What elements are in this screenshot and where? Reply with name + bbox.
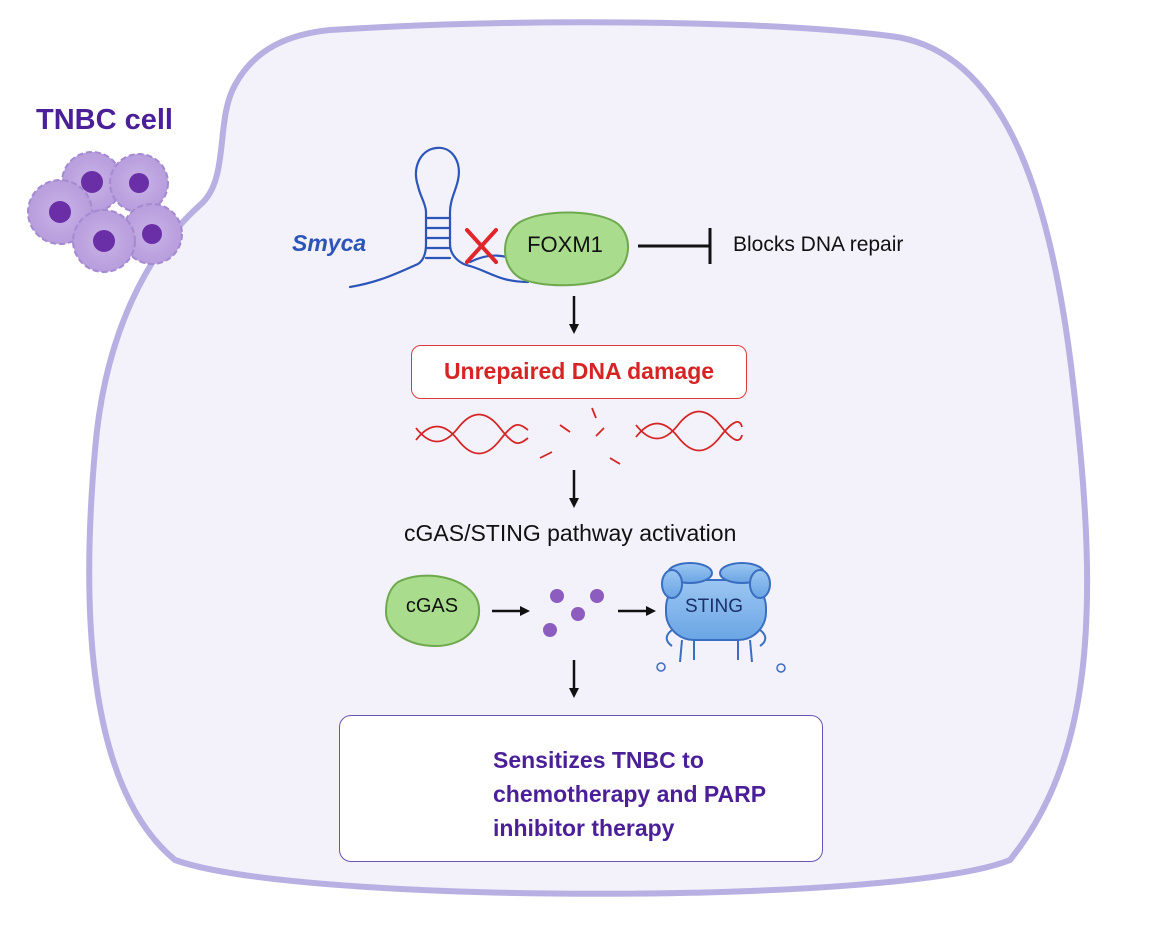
smyca-rna-hairpin-icon <box>348 146 530 289</box>
small-cell-icon <box>72 209 136 273</box>
unrepaired-dna-damage-box: Unrepaired DNA damage <box>411 345 747 399</box>
tnbc-cell-cluster-icon <box>27 151 183 273</box>
foxm1-protein-shape <box>504 211 630 287</box>
cgas-label: cGAS <box>405 595 459 617</box>
sting-protein-icon <box>656 562 786 673</box>
cgamp-molecules-icon <box>543 589 604 637</box>
small-cell-icon <box>109 153 169 213</box>
tnbc-cell-membrane <box>86 19 1091 897</box>
foxm1-label-box: FOXM1 <box>502 212 628 278</box>
diagram-title: TNBC cell <box>36 104 173 136</box>
therapy-outcome-box <box>339 715 823 862</box>
smyca-label: Smyca <box>292 230 367 256</box>
pathway-activation-label: cGAS/STING pathway activation <box>404 520 737 546</box>
cgas-protein-shape <box>384 574 481 648</box>
broken-dna-icon <box>415 407 743 465</box>
blocks-inhibition-arrow <box>638 228 712 264</box>
foxm1-label: FOXM1 <box>527 232 603 257</box>
inhibition-x-icon <box>465 228 498 264</box>
sting-label: STING <box>684 596 744 617</box>
therapy-outcome-label: Sensitizes TNBC to chemotherapy and PARP… <box>493 747 766 841</box>
unrepaired-dna-damage-label: Unrepaired DNA damage <box>443 358 715 384</box>
small-cell-icon <box>121 203 183 265</box>
blocks-dna-repair-label: Blocks DNA repair <box>733 233 904 256</box>
